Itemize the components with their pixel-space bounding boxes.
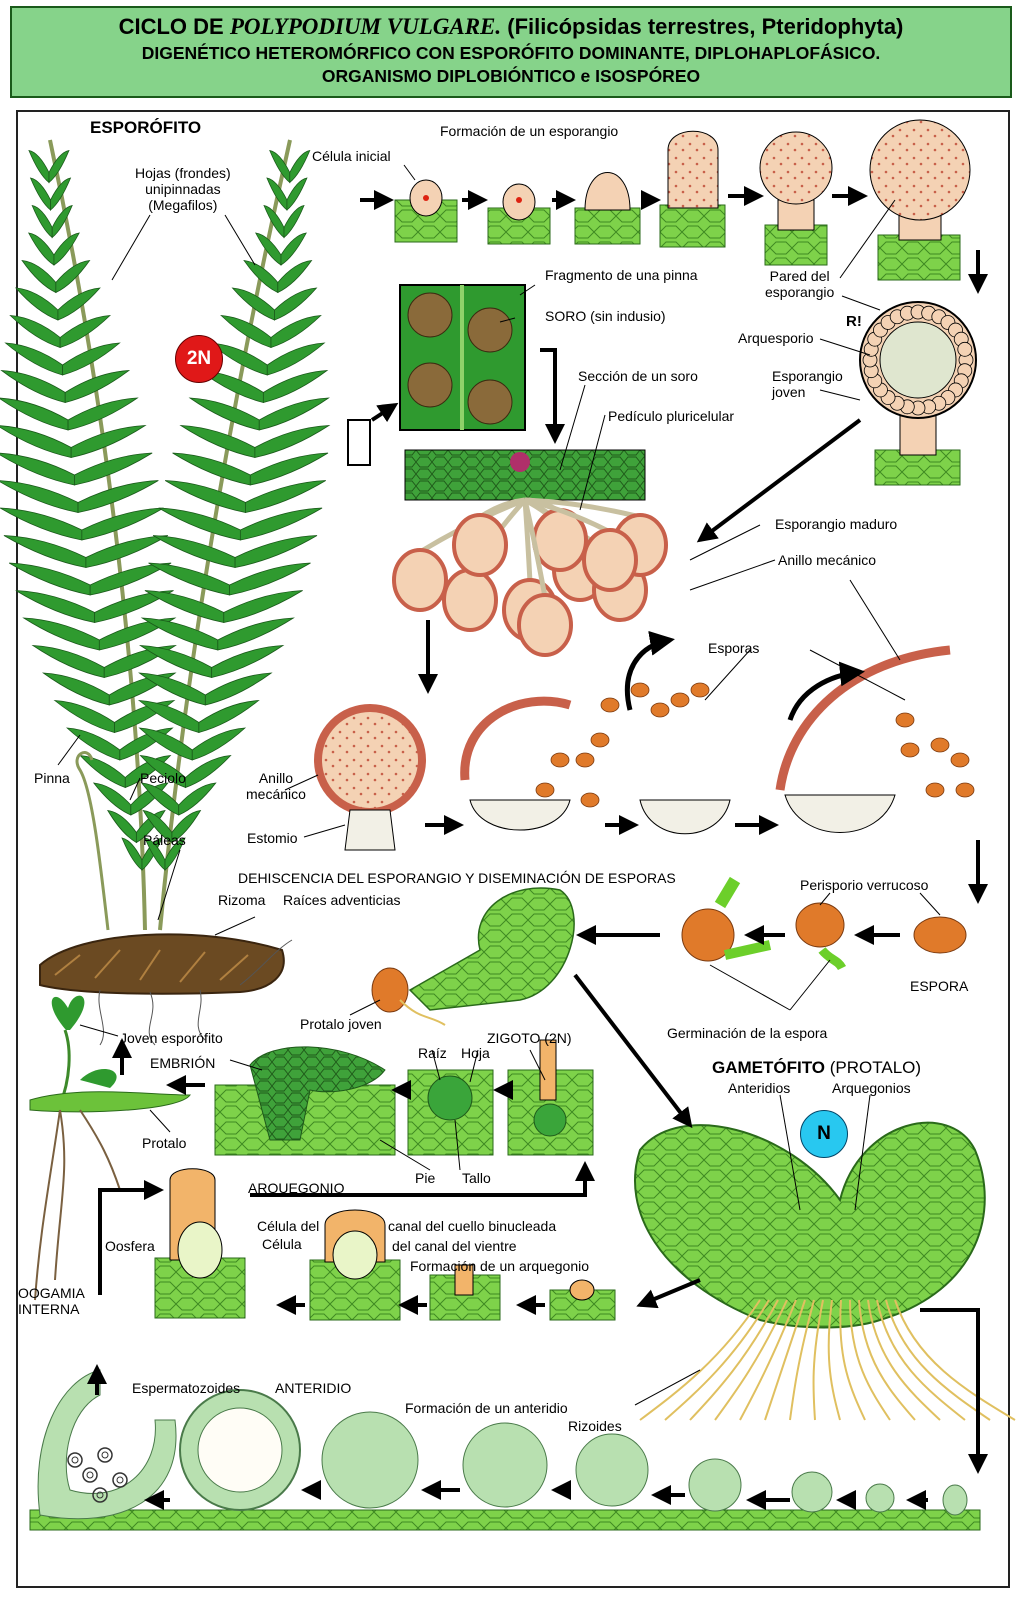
sporangium-formation-sequence <box>394 119 971 281</box>
label-celula-del: Célula del <box>257 1218 320 1234</box>
label-formacion-anteridio: Formación de un anteridio <box>405 1400 568 1416</box>
label-oogamia: OOGAMIA INTERNA <box>18 1285 85 1317</box>
label-celula: Célula <box>262 1236 302 1252</box>
young-prothallus <box>371 887 575 1026</box>
label-pie: Pie <box>415 1170 436 1186</box>
label-perisporio: Perisporio verrucoso <box>800 877 929 893</box>
sporangium-wall-cells <box>862 304 974 416</box>
label-paleas: Páleas <box>143 832 186 848</box>
diagram-frame <box>16 110 1010 1588</box>
label-joven-esporofito: Joven esporófito <box>120 1030 223 1046</box>
sorus-section <box>392 449 668 657</box>
label-arquegonio: ARQUEGONIO <box>248 1180 345 1196</box>
label-tallo: Tallo <box>462 1170 491 1186</box>
sorus-sporangia <box>392 497 668 657</box>
label-estomio: Estomio <box>247 830 298 846</box>
spermatozoids <box>67 1447 128 1503</box>
label-formacion-esporangio: Formación de un esporangio <box>440 123 619 139</box>
spore-germination-sequence <box>681 876 967 971</box>
frond-pinnae <box>0 149 177 871</box>
pinna-fragment <box>347 284 526 466</box>
label-pinna: Pinna <box>34 770 70 786</box>
label-embrion: EMBRIÓN <box>150 1055 216 1071</box>
cycle-arrows <box>87 186 988 1510</box>
label-arquegonios: Arquegonios <box>832 1080 911 1096</box>
archegonium <box>154 1168 616 1321</box>
label-gametofito: GAMETÓFITO (PROTALO) <box>712 1058 922 1077</box>
label-canal-cuello: canal del cuello binucleada <box>388 1218 557 1234</box>
antheridium-development <box>29 1369 981 1531</box>
spores <box>535 682 975 808</box>
title-line-3: ORGANISMO DIPLOBIÓNTICO e ISOSPÓREO <box>321 66 701 86</box>
label-germinacion: Germinación de la espora <box>667 1025 828 1041</box>
young-sporophyte <box>29 995 191 1301</box>
fiddlehead-icon <box>75 751 110 931</box>
label-esporangio-joven: Esporangio joven <box>772 368 843 400</box>
embryo-development <box>214 1039 594 1156</box>
label-esporofito: ESPORÓFITO <box>90 118 202 137</box>
diploid-tag: 2N <box>175 335 223 383</box>
mature-gametophyte <box>634 1121 1016 1421</box>
label-anillo-mecanico: Anillo mecánico <box>778 552 877 568</box>
label-oosfera: Oosfera <box>105 1238 155 1254</box>
title-line-1: CICLO DE POLYPODIUM VULGARE. (Filicópsid… <box>12 14 1010 40</box>
label-dehiscencia: DEHISCENCIA DEL ESPORANGIO Y DISEMINACIÓ… <box>238 870 676 886</box>
young-sporangium <box>859 301 977 486</box>
title-suffix: (Filicópsidas terrestres, Pteridophyta) <box>501 14 904 39</box>
label-hojas: Hojas (frondes) unipinnadas (Megafilos) <box>135 165 231 213</box>
label-canal-vientre: del canal del vientre <box>392 1238 517 1254</box>
title-line-2: DIGENÉTICO HETEROMÓRFICO CON ESPORÓFITO … <box>141 43 881 63</box>
label-anteridio: ANTERIDIO <box>275 1380 352 1396</box>
sporophyte-frond-right <box>137 139 331 931</box>
label-esporas: Esporas <box>708 640 760 656</box>
label-fragmento-pinna: Fragmento de una pinna <box>545 267 698 283</box>
label-formacion-arquegonio: Formación de un arquegonio <box>410 1258 590 1274</box>
rhizoids <box>639 1299 1016 1421</box>
label-pediculo: Pedículo pluricelular <box>608 408 735 424</box>
rhizome <box>39 933 293 1046</box>
label-anillo-mecanico-2: Anillo mecánico <box>246 770 306 802</box>
label-r: R! <box>846 313 862 330</box>
label-espora: ESPORA <box>910 978 969 994</box>
title-prefix: CICLO DE <box>118 14 230 39</box>
label-protalo-joven: Protalo joven <box>300 1016 382 1032</box>
label-raiz: Raíz <box>418 1045 447 1061</box>
leader-lines <box>57 164 941 1406</box>
label-anteridios: Anteridios <box>728 1080 791 1096</box>
label-pared: Pared del esporangio <box>765 268 835 300</box>
label-arquesporio: Arquesporio <box>738 330 814 346</box>
sporophyte-frond-left <box>0 139 177 931</box>
label-raices: Raíces adventicias <box>283 892 401 908</box>
label-soro: SORO (sin indusio) <box>545 308 666 324</box>
label-zigoto: ZIGOTO (2N) <box>487 1030 572 1046</box>
label-protalo-par: (PROTALO) <box>825 1058 922 1077</box>
label-esporangio-maduro: Esporangio maduro <box>775 516 898 532</box>
label-rizoides: Rizoides <box>568 1418 622 1434</box>
haploid-tag: N <box>800 1110 848 1158</box>
label-peciolo: Peciolo <box>140 770 186 786</box>
frond-pinnae <box>137 149 331 871</box>
label-hoja: Hoja <box>461 1045 490 1061</box>
label-seccion-soro: Sección de un soro <box>578 368 698 384</box>
title-banner: CICLO DE POLYPODIUM VULGARE. (Filicópsid… <box>10 6 1012 98</box>
label-celula-inicial: Célula inicial <box>312 148 391 164</box>
sporangium-dehiscence-sequence <box>314 630 975 851</box>
label-gametofito-text: GAMETÓFITO <box>712 1058 826 1077</box>
label-rizoma: Rizoma <box>218 892 266 908</box>
label-espermatozoides: Espermatozoides <box>132 1380 241 1396</box>
title-species: POLYPODIUM VULGARE. <box>229 14 502 39</box>
label-protalo: Protalo <box>142 1135 187 1151</box>
